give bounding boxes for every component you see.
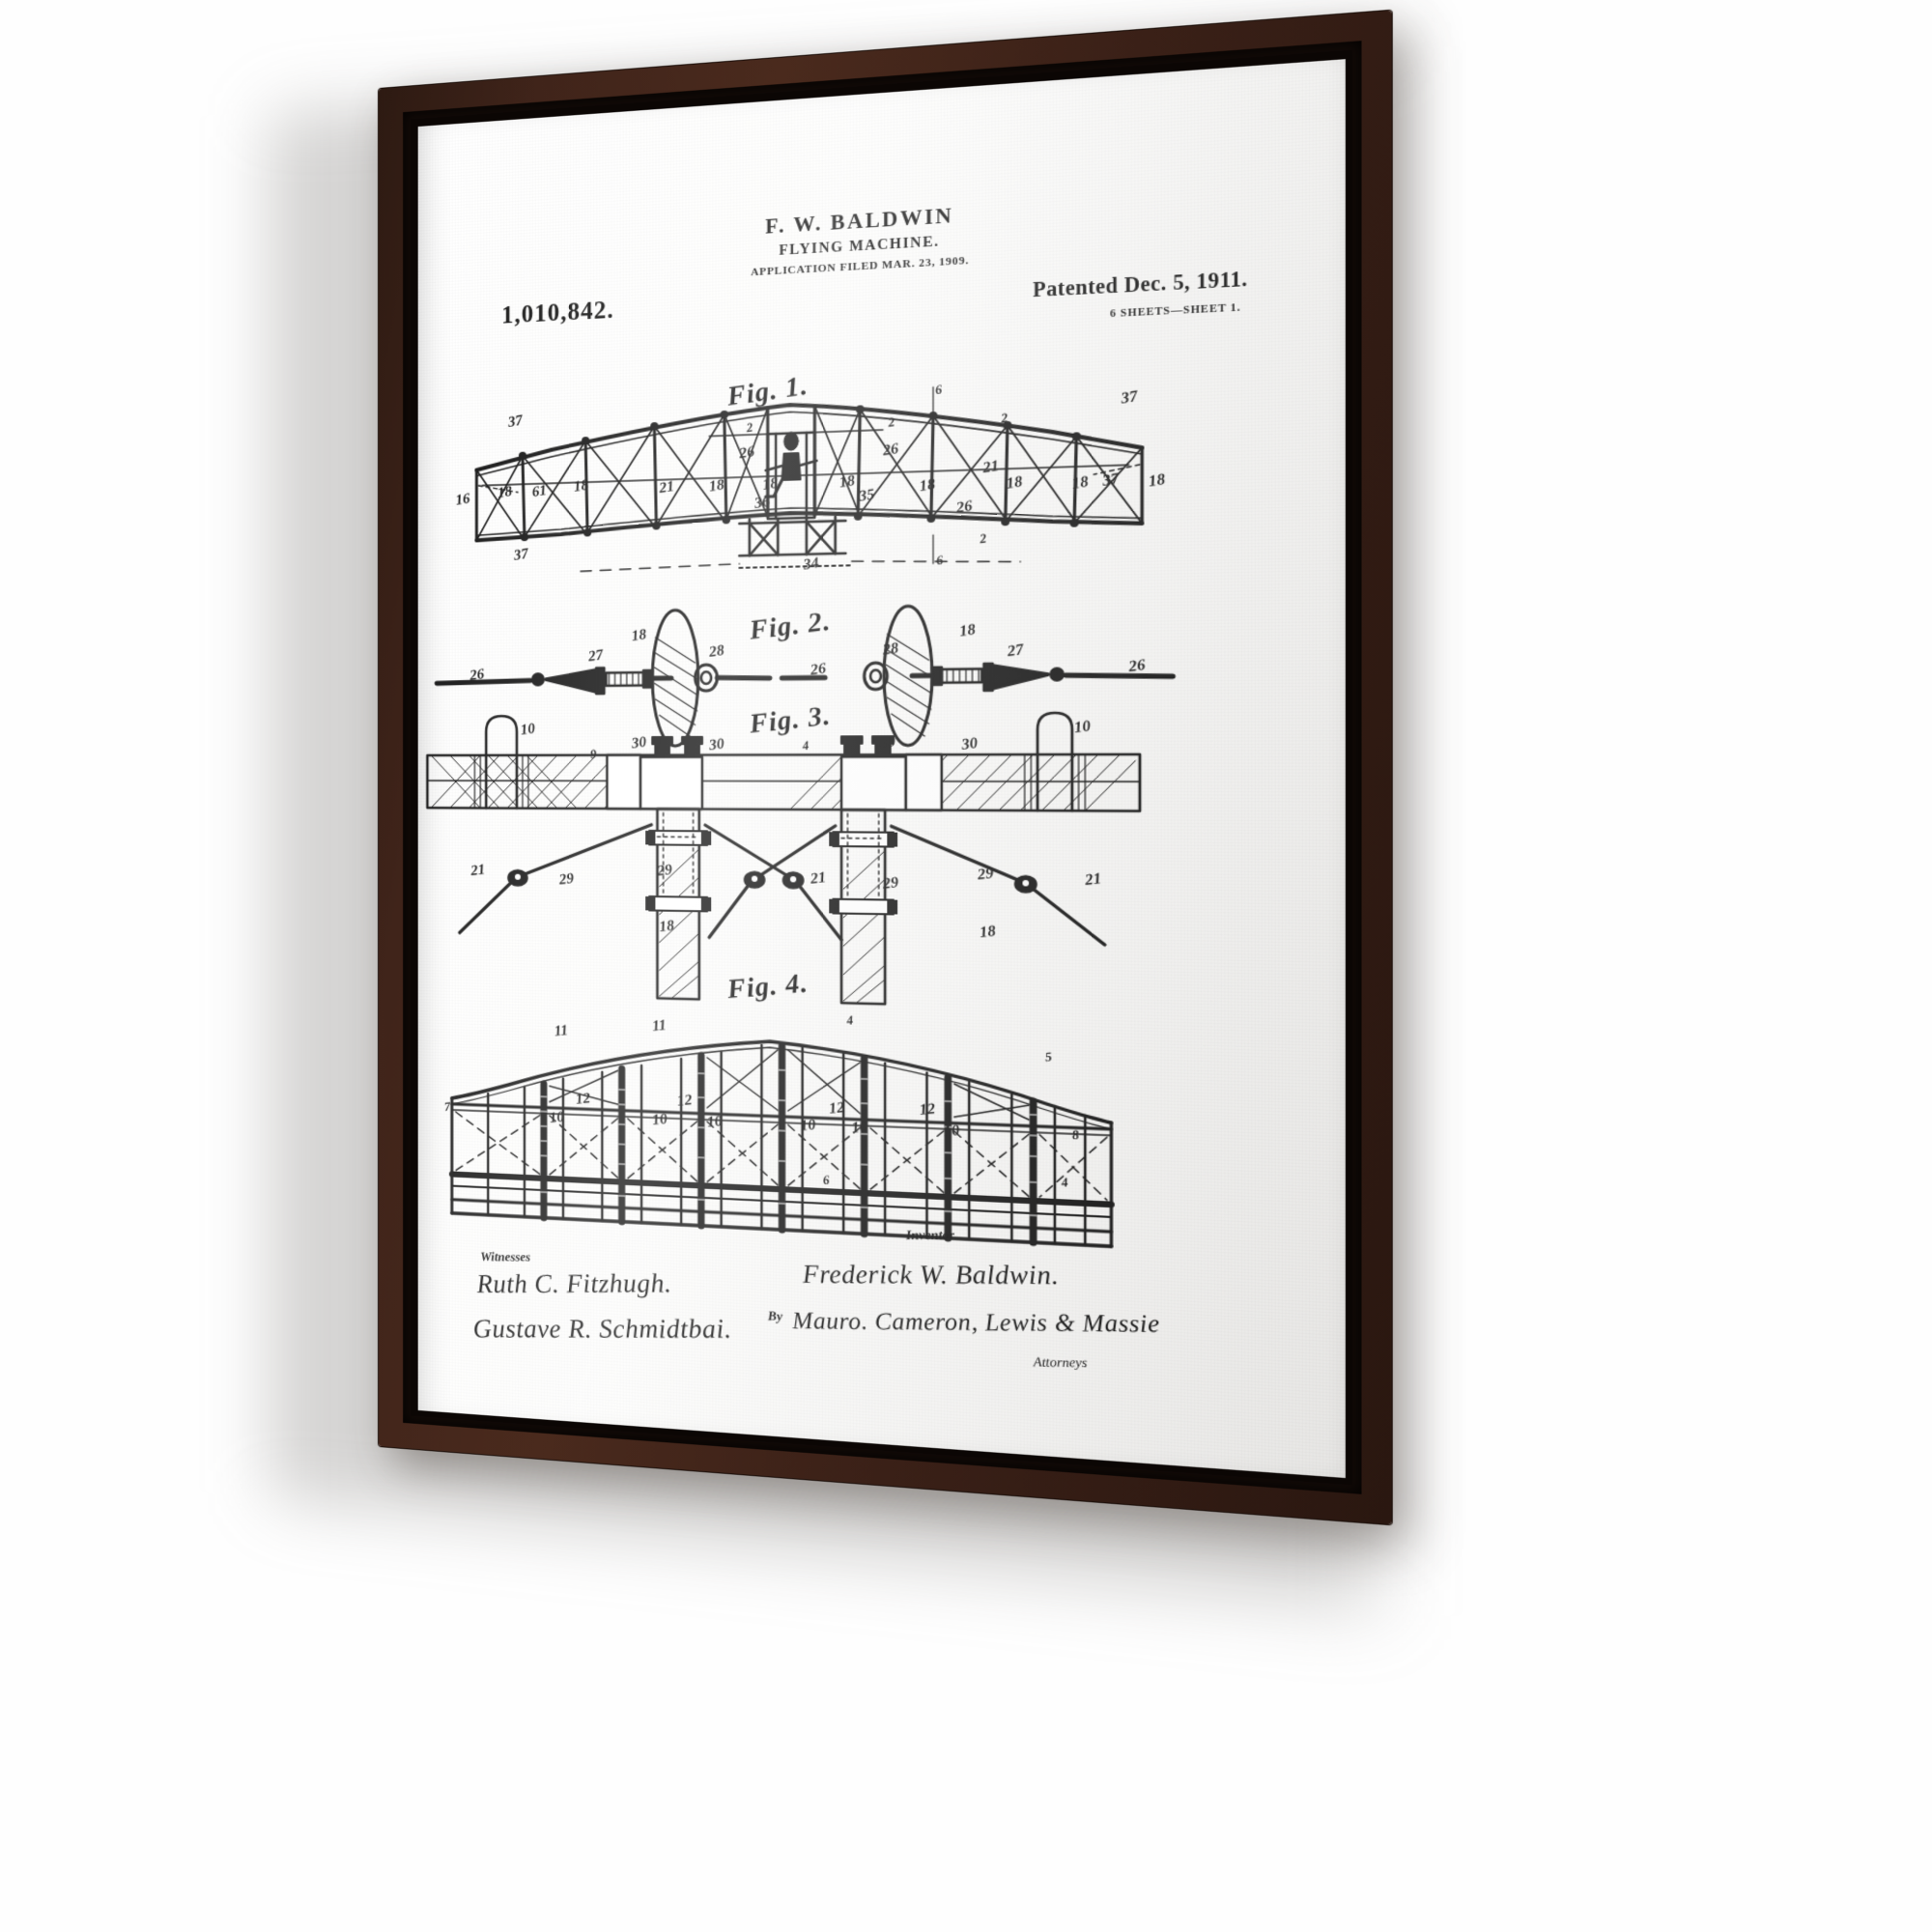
callout-fig2-26: 26 [1127,656,1147,676]
callout-fig1-37: 37 [513,546,529,564]
callout-fig2-18: 18 [958,621,977,640]
callout-fig4-12: 12 [918,1100,937,1120]
callout-fig3-10: 10 [519,721,536,739]
attorneys-signature: Mauro. Cameron, Lewis & Massie [791,1308,1161,1339]
callout-fig1-21: 21 [658,478,675,497]
framed-patent-print[interactable]: F. W. BALDWIN FLYING MACHINE. APPLICATIO… [379,10,1392,1525]
callout-fig2-26: 26 [469,666,486,684]
inventor-label: Inventor [905,1227,955,1243]
callout-fig1-18: 18 [838,472,856,492]
callout-fig3-10: 10 [1072,718,1092,737]
callout-fig4-12: 12 [575,1090,592,1108]
fig1-drawing [476,379,1142,574]
canvas-print-surface: F. W. BALDWIN FLYING MACHINE. APPLICATIO… [417,59,1346,1479]
callout-fig1-18: 18 [1005,473,1024,493]
callout-fig4-11: 11 [553,1022,570,1040]
callout-fig3-29: 29 [656,862,673,880]
callout-fig1-37: 37 [507,412,524,431]
callout-fig1-18: 18 [761,475,780,494]
callout-fig2-28: 28 [881,639,900,659]
callout-fig3-30: 30 [878,733,896,752]
callout-fig2-27: 27 [1006,641,1025,661]
callout-fig1-37: 37 [1101,470,1121,490]
by-label: By [767,1308,783,1323]
callout-fig4-11: 11 [651,1017,668,1036]
callout-fig1-36: 36 [753,494,771,512]
callout-fig4-10: 10 [850,1119,868,1137]
callout-fig1-37: 37 [1120,387,1139,408]
callout-fig3-29: 29 [881,874,900,893]
callout-fig3-30: 30 [630,734,648,753]
callout-fig3-18: 18 [979,923,997,942]
inventor-signature: Frederick W. Baldwin. [801,1259,1061,1291]
callout-fig3-29: 29 [976,865,995,884]
callout-fig1-34: 34 [802,554,820,574]
witness-signature-2: Gustave R. Schmidtbai. [471,1313,733,1345]
callout-fig4-10: 10 [706,1113,724,1131]
patent-sheet: F. W. BALDWIN FLYING MACHINE. APPLICATIO… [418,59,1346,1478]
callout-fig4-10: 10 [548,1109,565,1126]
callout-fig3-21: 21 [1084,870,1103,890]
callout-fig3-30: 30 [708,735,725,754]
callout-fig3-21: 21 [469,862,487,880]
callout-fig1-26: 26 [738,443,755,463]
callout-fig2-27: 27 [587,647,605,666]
callout-fig1-18: 18 [497,483,513,502]
callout-fig3-29: 29 [557,870,575,889]
callout-fig1-26: 26 [881,440,900,460]
callout-fig3-21: 21 [810,869,827,888]
callout-fig1-18: 18 [708,476,725,496]
callout-fig1-21: 21 [981,458,1001,477]
callout-fig4-10: 10 [942,1122,961,1141]
callout-fig1-18: 18 [573,477,590,496]
callout-fig3-18: 18 [658,918,675,936]
callout-fig4-12: 12 [828,1099,846,1118]
callout-fig1-18: 18 [918,476,937,496]
callout-fig2-18: 18 [630,626,648,645]
callout-fig1-18: 18 [1147,470,1167,491]
callout-fig1-35: 35 [858,486,876,505]
callout-fig1-26: 26 [955,497,974,517]
callout-fig1-18: 18 [1070,473,1090,493]
callout-fig2-26: 26 [810,660,827,679]
callout-fig4-10: 10 [651,1111,668,1129]
callout-fig1-16: 16 [454,491,471,509]
fig4-label: Fig. 4. [725,967,810,1005]
callout-fig4-10: 10 [799,1117,817,1135]
witnesses-label: Witnesses [479,1249,531,1264]
callout-fig2-28: 28 [708,642,725,661]
fig3-drawing [427,712,1140,1010]
patent-drawings [418,70,1196,1316]
callout-fig1-61: 61 [530,482,548,501]
callout-fig3-30: 30 [960,735,979,753]
fig4-drawing [452,1032,1112,1246]
callout-fig4-12: 12 [676,1092,694,1110]
witness-signature-1: Ruth C. Fitzhugh. [475,1267,673,1299]
attorneys-label: Attorneys [1033,1353,1088,1371]
